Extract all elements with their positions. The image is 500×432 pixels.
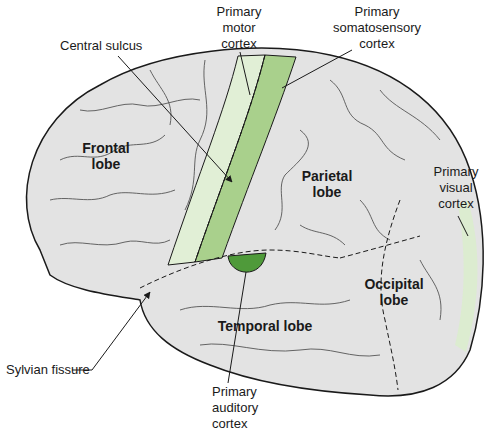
leader-line [282, 50, 352, 88]
central-sulcus-line [195, 55, 265, 262]
leader-line [118, 56, 232, 182]
lobe-label: Parietal lobe [295, 168, 359, 200]
lobe-label: Occipital lobe [356, 276, 432, 308]
lobe-boundary [340, 236, 420, 258]
leader-lines [72, 50, 468, 383]
gyrus [300, 225, 345, 245]
sylvian-fissure-line [140, 250, 340, 288]
cortex-label: Primary motor cortex [208, 4, 270, 52]
lobe-label: Frontal lobe [75, 140, 137, 172]
gyrus [330, 80, 405, 160]
fissure-label: Sylvian fissure [6, 362, 116, 378]
gyrus [50, 190, 175, 200]
leader-line [240, 52, 250, 95]
gyrus [80, 99, 200, 111]
cortex-label: Primary somatosensory cortex [322, 4, 432, 52]
cortex-label: Primary auditory cortex [212, 384, 282, 432]
gyrus [200, 344, 380, 356]
gyrus [180, 300, 350, 310]
gyrus [380, 90, 440, 140]
auditory-cortex [228, 253, 266, 272]
visual-cortex-strip [455, 200, 478, 352]
gyrus [360, 200, 390, 240]
gyrus [60, 240, 170, 245]
leader-line [72, 292, 150, 370]
cortex-label: Primary visual cortex [425, 164, 487, 212]
brain-outline [27, 48, 484, 396]
lobe-label: Temporal lobe [200, 318, 330, 334]
sulcus-label: Central sulcus [60, 38, 170, 54]
gyrus [150, 70, 171, 125]
leader-line [458, 216, 468, 236]
